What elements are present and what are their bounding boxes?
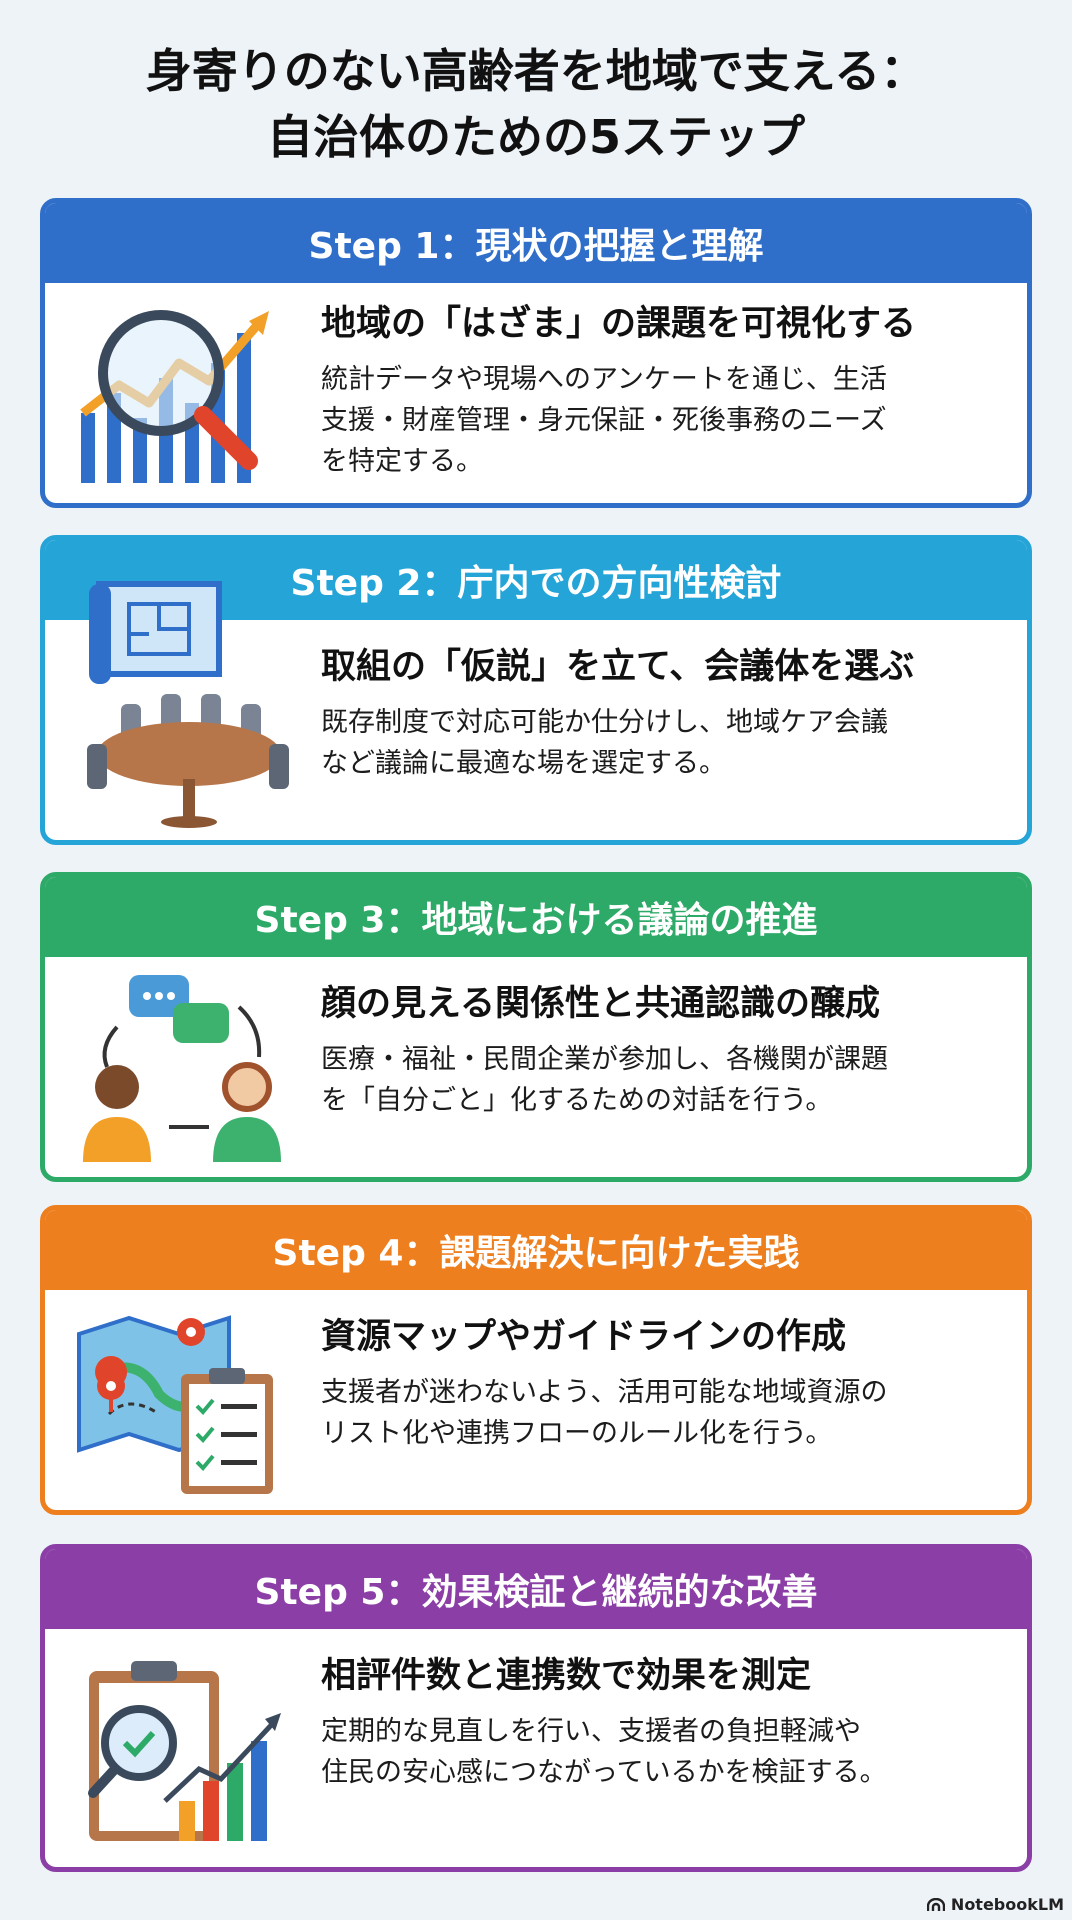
map-checklist-icon	[69, 1304, 299, 1504]
notebooklm-branding: NotebookLM	[926, 1895, 1064, 1914]
clipboard-growth-icon	[69, 1651, 299, 1851]
notebooklm-brand-text: NotebookLM	[950, 1895, 1064, 1914]
step-4-header: Step 4：課題解決に向けた実践	[45, 1210, 1027, 1290]
step-4-card: Step 4：課題解決に向けた実践 資源マップや	[40, 1205, 1032, 1515]
blueprint-meeting-table-icon	[69, 574, 299, 834]
step-1-card: Step 1：現状の把握と理解 地域の「はざま」の課題を可視化する 統計データや…	[40, 198, 1032, 508]
step-3-header: Step 3：地域における議論の推進	[45, 877, 1027, 957]
step-2-card: Step 2：庁内での方向性検討 取組の「仮説」を立て、会議体を選ぶ 既存制度で…	[40, 535, 1032, 845]
step-5-description: 定期的な見直しを行い、支援者の負担軽減や 住民の安心感につながっているかを検証す…	[321, 1716, 887, 1788]
step-5-header-label: Step 5：効果検証と継続的な改善	[254, 1572, 818, 1613]
page-title: 身寄りのない高齢者を地域で支える： 自治体のための5ステップ	[0, 38, 1072, 170]
step-1-header: Step 1：現状の把握と理解	[45, 203, 1027, 283]
step-1-heading: 地域の「はざま」の課題を可視化する	[321, 304, 917, 344]
magnifier-chart-icon	[69, 293, 299, 493]
page-title-line-2: 自治体のための5ステップ	[266, 110, 805, 164]
step-4-heading: 資源マップやガイドラインの作成	[321, 1317, 847, 1357]
step-4-header-label: Step 4：課題解決に向けた実践	[272, 1233, 800, 1274]
step-1-header-label: Step 1：現状の把握と理解	[308, 226, 764, 267]
step-4-description: 支援者が迷わないよう、活用可能な地域資源の リスト化や連携フローのルール化を行う…	[321, 1377, 888, 1449]
page-title-line-1: 身寄りのない高齢者を地域で支える：	[145, 44, 927, 98]
step-5-header: Step 5：効果検証と継続的な改善	[45, 1549, 1027, 1629]
step-3-card: Step 3：地域における議論の推進 顔の見える関係性と共通認識の醸成 医療・福…	[40, 872, 1032, 1182]
people-dialogue-icon	[69, 967, 299, 1167]
step-1-description: 統計データや現場へのアンケートを通じ、生活 支援・財産管理・身元保証・死後事務の…	[321, 364, 887, 477]
step-5-card: Step 5：効果検証と継続的な改善 相評件数と連携数で効果を測定 定期的な見直…	[40, 1544, 1032, 1872]
notebooklm-logo-icon	[926, 1897, 945, 1911]
step-3-header-label: Step 3：地域における議論の推進	[254, 900, 818, 941]
step-2-description: 既存制度で対応可能か仕分けし、地域ケア会議 など議論に最適な場を選定する。	[321, 707, 888, 779]
step-2-header-label: Step 2：庁内での方向性検討	[290, 563, 782, 604]
step-5-heading: 相評件数と連携数で効果を測定	[321, 1656, 812, 1696]
step-2-heading: 取組の「仮説」を立て、会議体を選ぶ	[321, 647, 915, 687]
step-3-heading: 顔の見える関係性と共通認識の醸成	[321, 984, 880, 1024]
step-3-description: 医療・福祉・民間企業が参加し、各機関が課題 を「自分ごと」化するための対話を行う…	[321, 1044, 888, 1116]
